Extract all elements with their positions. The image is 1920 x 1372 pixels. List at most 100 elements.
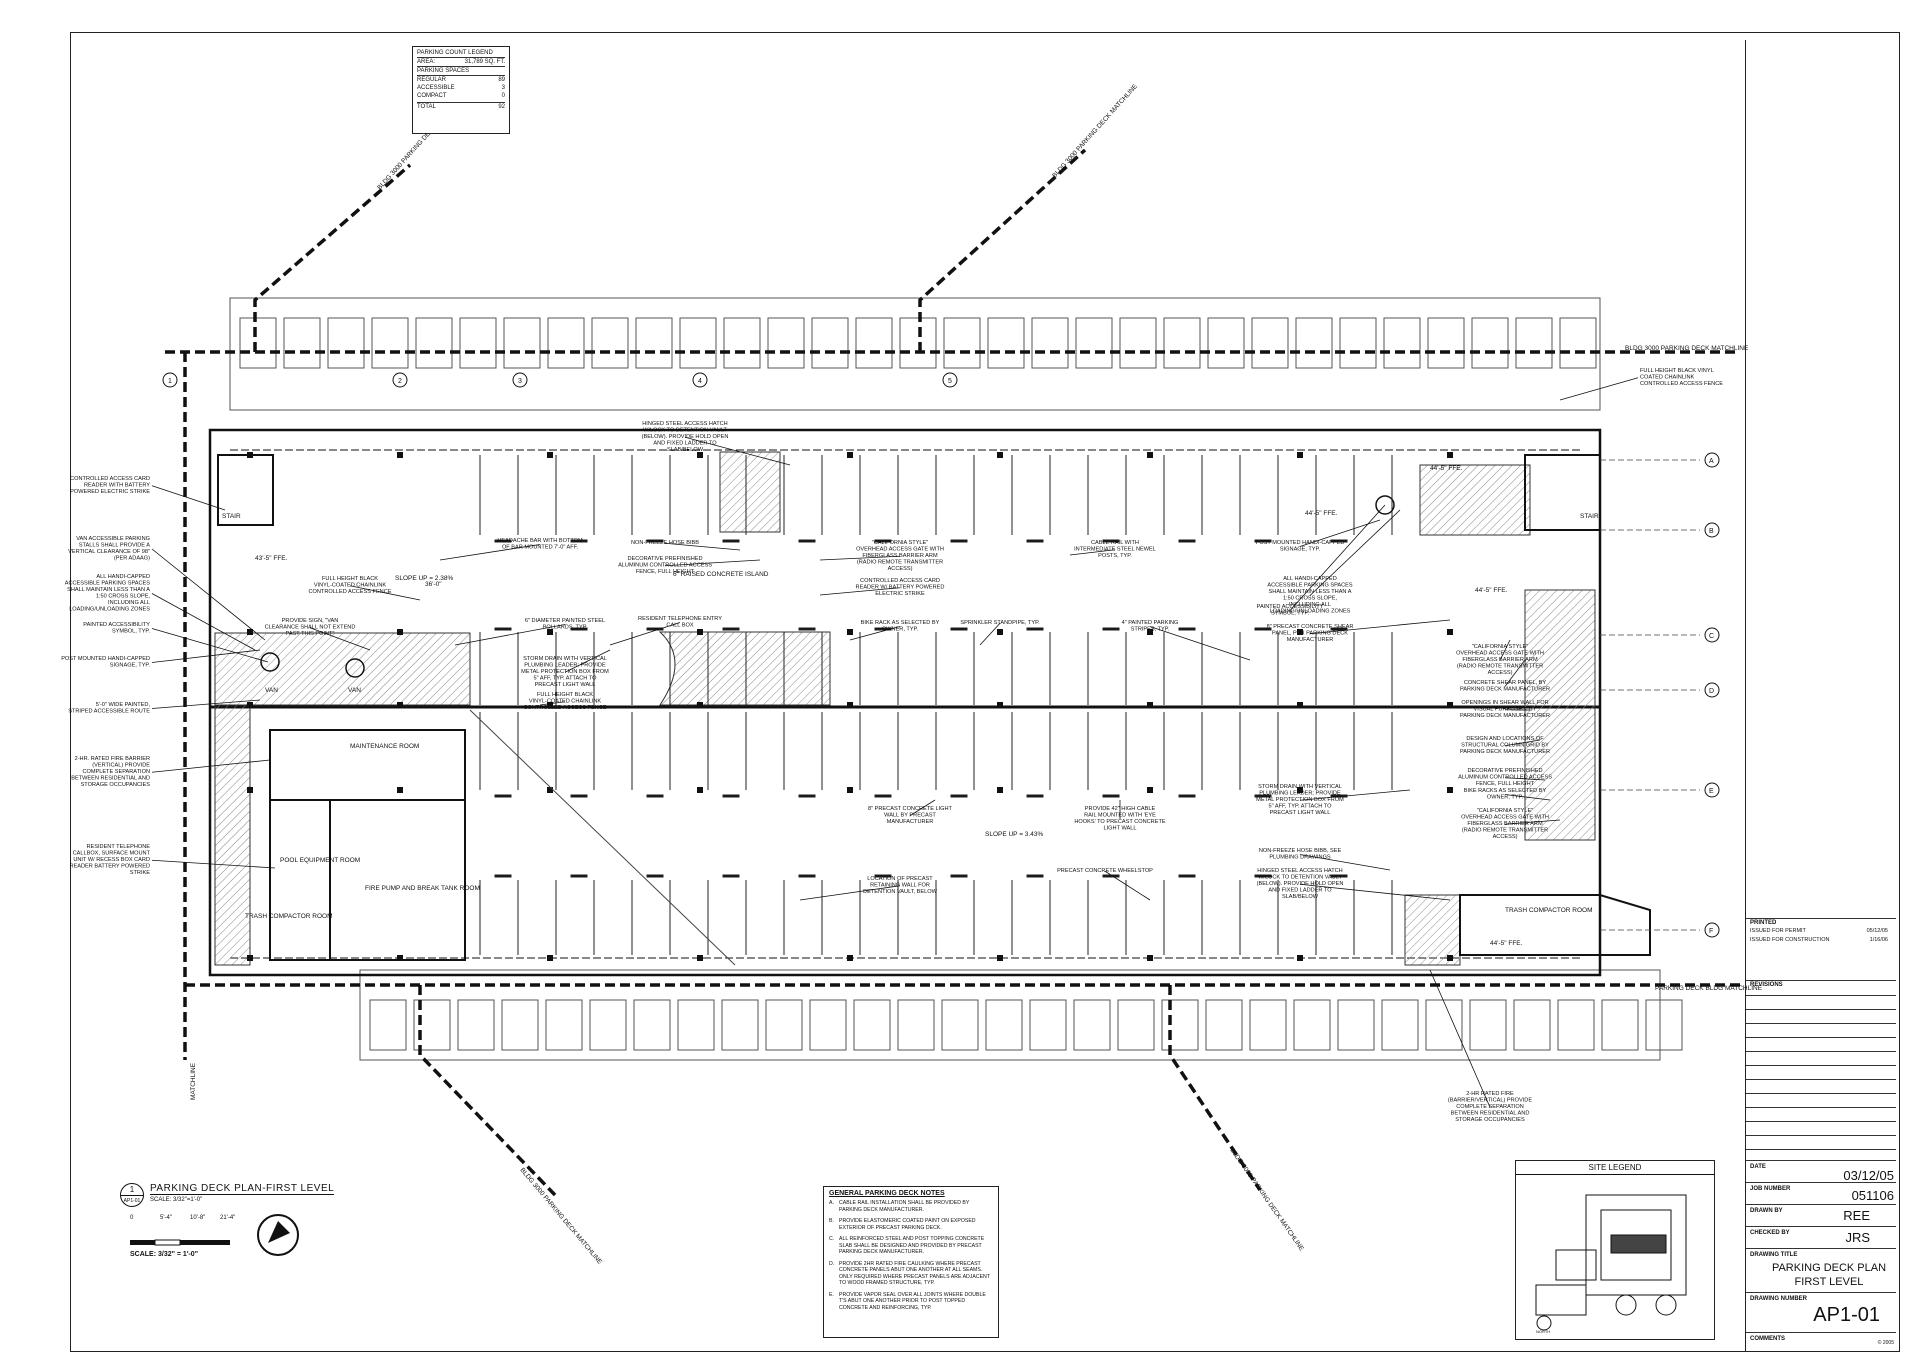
checked-value: JRS xyxy=(1845,1230,1870,1245)
leader-line xyxy=(539,701,566,706)
unit-outline xyxy=(941,999,979,1051)
leader-line xyxy=(1149,626,1251,661)
ffe-right-3: 44'-5" FFE. xyxy=(1490,940,1523,947)
leader-line xyxy=(1504,794,1551,801)
column xyxy=(1297,702,1303,708)
column xyxy=(1297,629,1303,635)
column xyxy=(547,629,553,635)
callout-line: WALL BY PRECAST xyxy=(884,813,936,819)
unit-outline xyxy=(1073,999,1111,1051)
revision-line xyxy=(1746,1121,1896,1122)
callout-line: 8" PRECAST CONCRETE LIGHT xyxy=(868,806,953,812)
callout-line: CALL BOX xyxy=(666,623,693,629)
grid-bubble-col: 1 xyxy=(162,372,178,388)
wheelstop xyxy=(1102,794,1120,798)
site-legend-title: SITE LEGEND xyxy=(1516,1161,1714,1175)
unit-outline xyxy=(1249,999,1287,1051)
callout-line: (VERTICAL) PROVIDE xyxy=(92,763,150,769)
revision-line xyxy=(1746,1093,1896,1094)
callout-line: UNIT W/ RECESS BOX CARD xyxy=(73,857,150,863)
leader-line xyxy=(799,885,901,901)
callout-line: SYMBOL, TYP. xyxy=(1271,611,1309,617)
column xyxy=(397,452,403,458)
revision-line xyxy=(1746,1009,1896,1010)
leader-line xyxy=(1299,519,1381,547)
checked-label: CHECKED BY xyxy=(1750,1230,1790,1236)
unit-outline xyxy=(635,317,673,369)
unit-outline xyxy=(767,317,805,369)
residential-building-bottom xyxy=(359,969,1683,1061)
drawing-title-1: PARKING DECK PLAN xyxy=(1771,1262,1887,1274)
column xyxy=(397,702,403,708)
unit-outline xyxy=(1515,317,1553,369)
callout-line: CONTROLLED ACCESS CARD xyxy=(860,578,940,584)
callout-line: RESIDENT TELEPHONE ENTRY xyxy=(638,616,722,622)
column xyxy=(1447,452,1453,458)
ramp-line xyxy=(469,709,736,966)
callout-line: PLUMBING DRAWINGS xyxy=(1269,855,1331,861)
callout-line: RESIDENT TELEPHONE xyxy=(86,844,150,850)
revision-line xyxy=(1746,1037,1896,1038)
unit-outline xyxy=(1117,999,1155,1051)
unit-outline xyxy=(809,999,847,1051)
leader-line xyxy=(151,593,256,651)
grid-bubble-col: 2 xyxy=(392,372,408,388)
callout-line: ACCESSIBLE PARKING SPACES xyxy=(65,581,151,587)
column xyxy=(397,787,403,793)
unit-outline xyxy=(811,317,849,369)
note-item: B.PROVIDE ELASTOMERIC COATED PAINT ON EX… xyxy=(829,1218,993,1231)
unit-outline xyxy=(503,317,541,369)
unit-outline xyxy=(765,999,803,1051)
wheelstop xyxy=(722,627,740,631)
callout-line: DETENTION VAULT, BELOW xyxy=(863,889,937,895)
callout-line: PAINTED ACCESSIBILITY xyxy=(83,622,150,628)
callout-line: STORAGE OCCUPANCIES xyxy=(81,782,151,788)
unit-outline xyxy=(1645,999,1683,1051)
callout-line: RETAINING WALL FOR xyxy=(870,883,930,889)
wheelstop xyxy=(1026,539,1044,543)
callout-line: PRECAST LIGHT WALL xyxy=(1270,810,1331,816)
note-letter: C. xyxy=(829,1236,835,1242)
callout-text: "CALIFORNIA STYLE"OVERHEAD ACCESS GATE W… xyxy=(1461,808,1549,840)
leader-line xyxy=(1504,777,1546,781)
callout-line: LOCATION OF PRECAST xyxy=(867,876,933,882)
column xyxy=(1447,702,1453,708)
wheelstop xyxy=(1178,627,1196,631)
callout-line: VERTICAL CLEARANCE OF 98" xyxy=(68,549,150,555)
unit-outline xyxy=(943,317,981,369)
plan-sheet-ref: AP1-01 xyxy=(123,1198,141,1204)
unit-outline xyxy=(1075,317,1113,369)
wheelstop xyxy=(1026,627,1044,631)
callout-text: NON-FREEZE HOSE BIBB xyxy=(631,540,699,546)
wheelstop xyxy=(874,539,892,543)
column xyxy=(847,955,853,961)
column xyxy=(1447,787,1453,793)
north-arrow-icon xyxy=(257,1214,299,1256)
unit-outline xyxy=(369,999,407,1051)
unit-outline xyxy=(1293,999,1331,1051)
wheelstop xyxy=(494,539,512,543)
room-maintenance: MAINTENANCE ROOM xyxy=(350,743,419,750)
note-item: A.CABLE RAIL INSTALLATION SHALL BE PROVI… xyxy=(829,1200,993,1213)
unit-outline xyxy=(1425,999,1463,1051)
column xyxy=(1147,787,1153,793)
site-north-label: NORTH xyxy=(1536,1329,1550,1334)
callout-line: 2-HR. RATED FIRE BARRIER xyxy=(75,756,150,762)
issued-label: ISSUED FOR CONSTRUCTION xyxy=(1750,937,1830,943)
column xyxy=(1147,955,1153,961)
revision-line xyxy=(1746,1079,1896,1080)
callout-line: CONTROLLED ACCESS FENCE xyxy=(1640,381,1723,387)
callout-line: (RADIO REMOTE TRANSMITTER xyxy=(1457,664,1543,670)
leader-line xyxy=(1499,639,1511,661)
stair-right: STAIR xyxy=(1580,513,1599,520)
unit-outline xyxy=(413,999,451,1051)
stair-left: STAIR xyxy=(222,513,241,520)
wheelstop xyxy=(494,874,512,878)
